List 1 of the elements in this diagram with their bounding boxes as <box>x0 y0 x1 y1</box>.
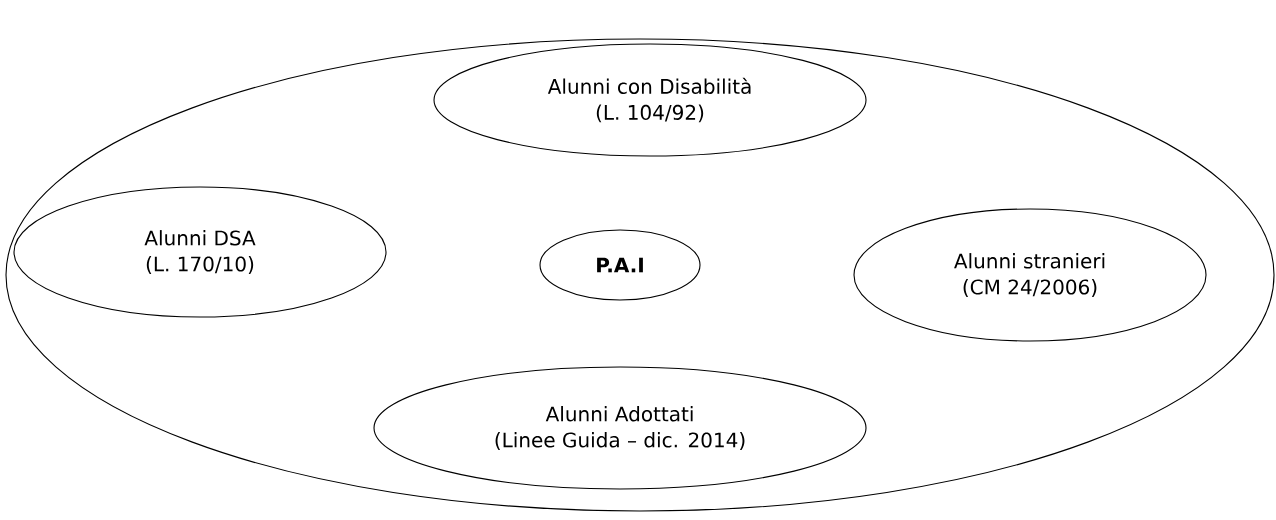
outer-ellipse <box>5 38 1275 512</box>
